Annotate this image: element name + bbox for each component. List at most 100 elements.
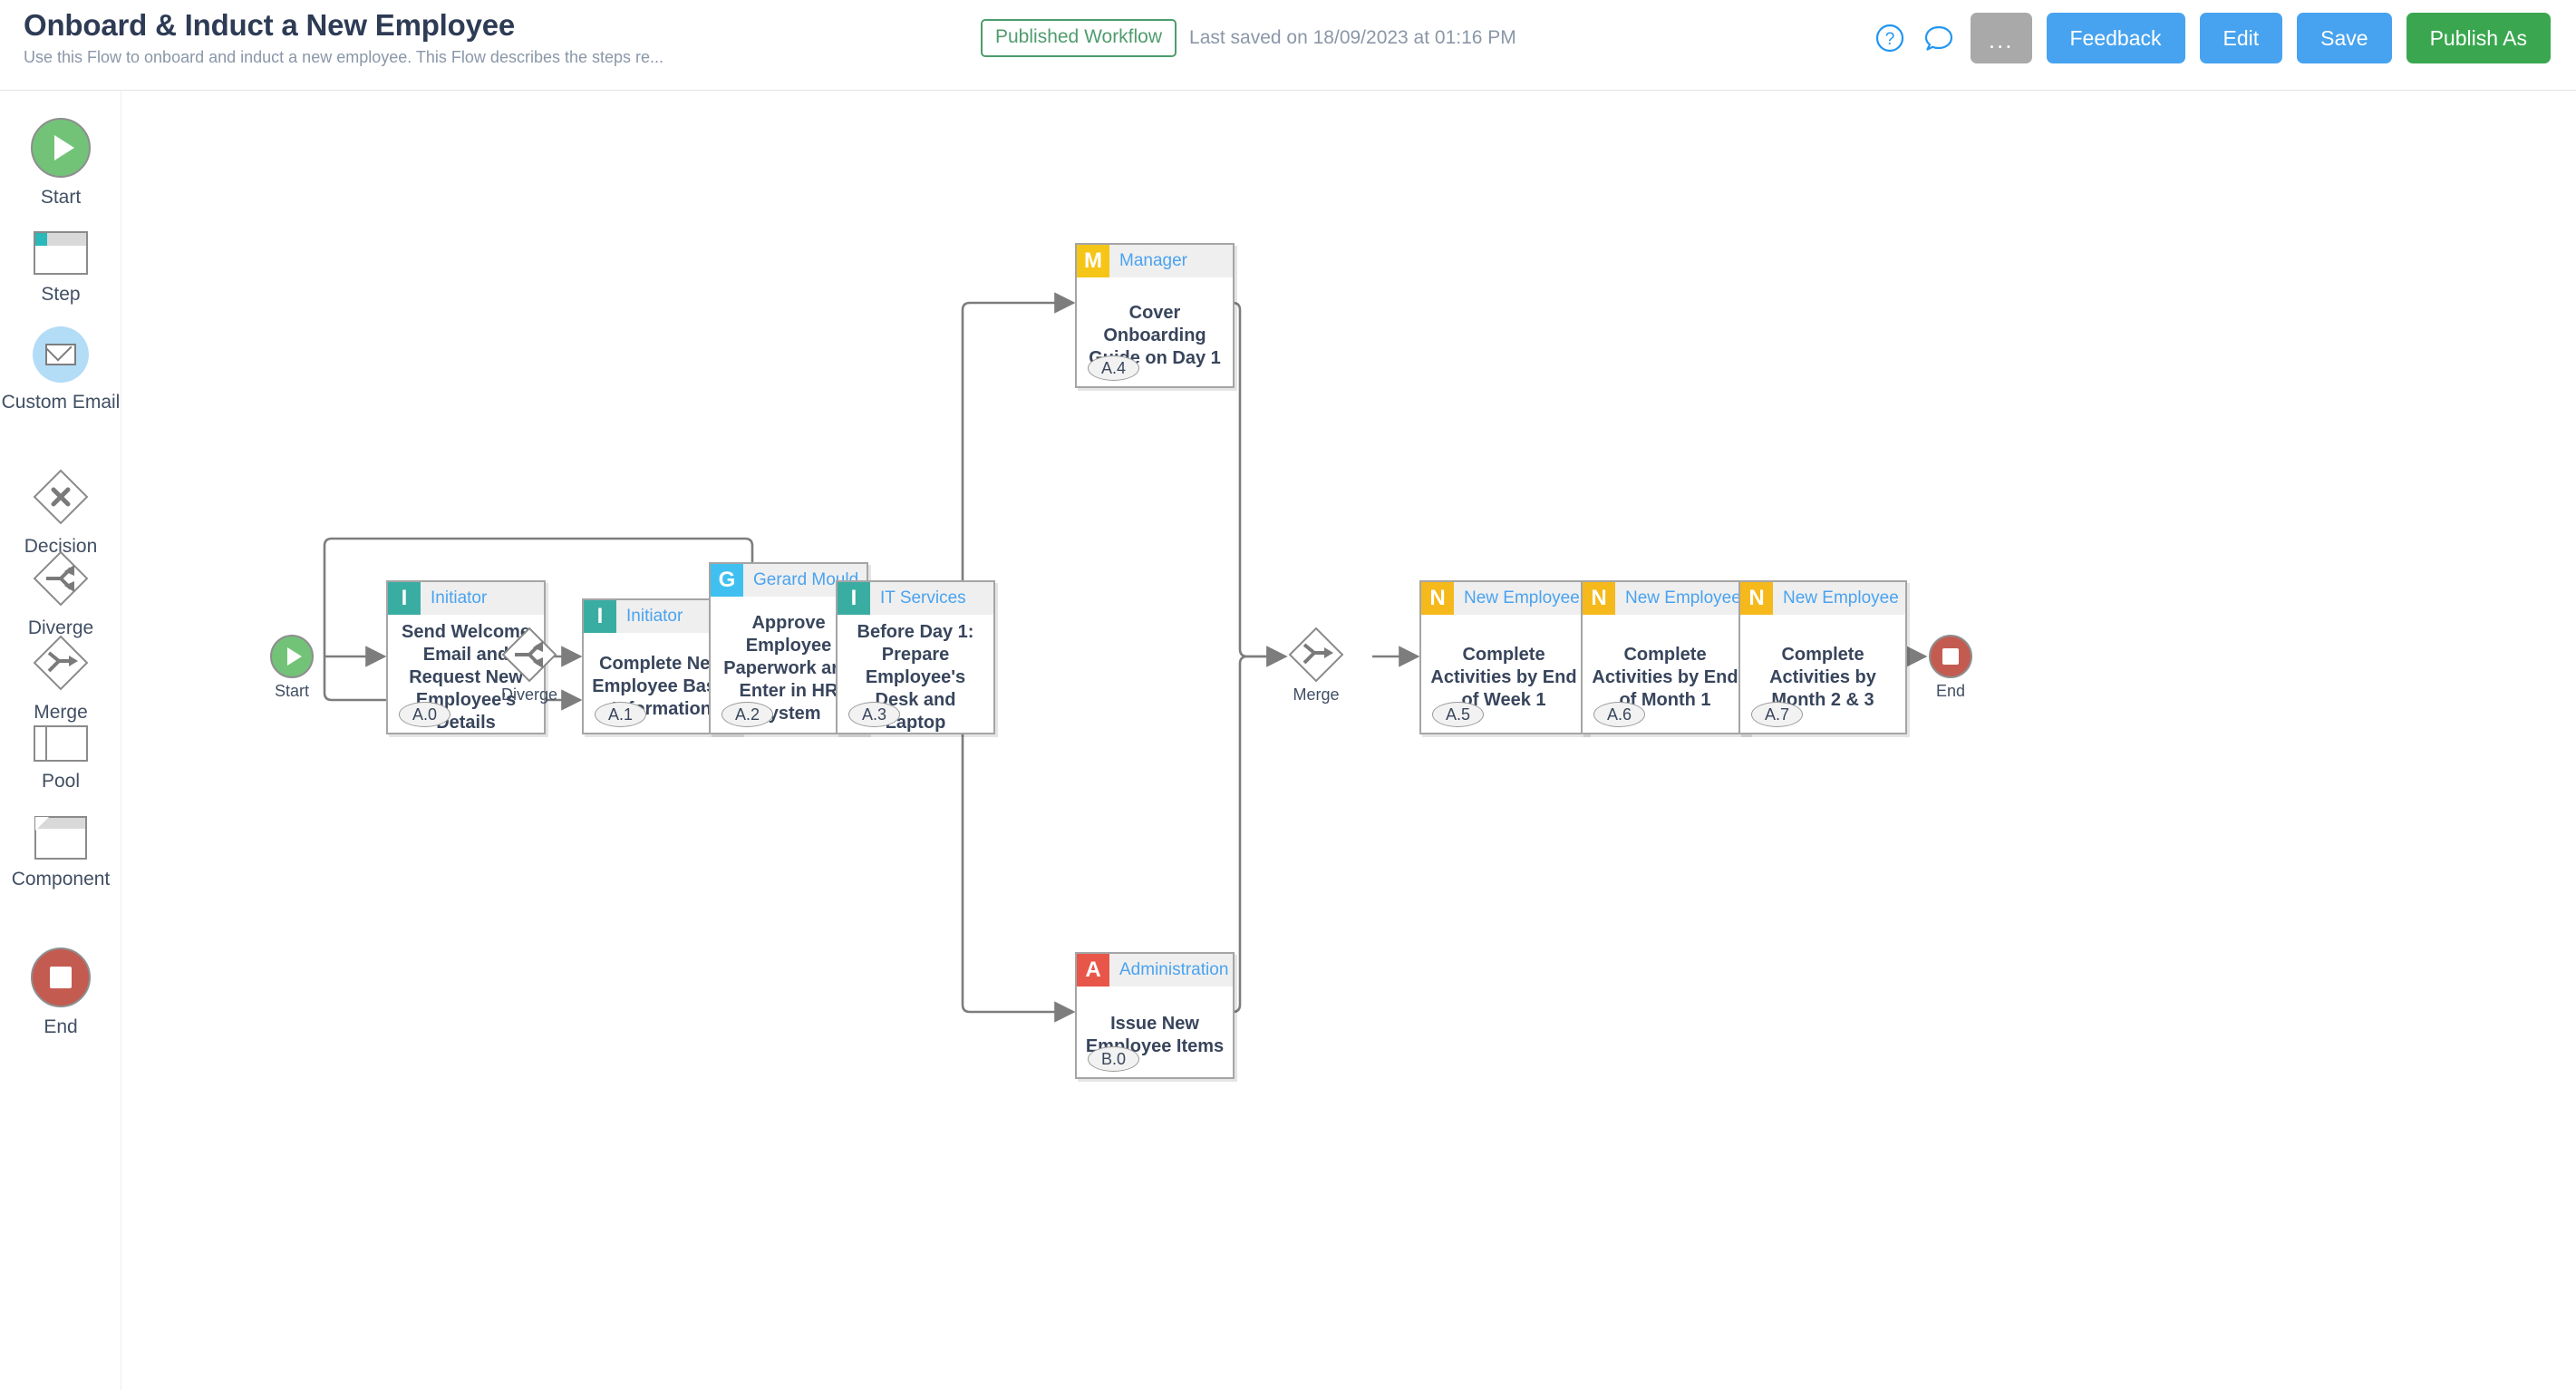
last-saved-text: Last saved on 18/09/2023 at 01:16 PM (1189, 27, 1516, 48)
node-role-chip: N (1421, 582, 1454, 615)
node-role-chip: N (1740, 582, 1773, 615)
node-header: N New Employee (1740, 582, 1905, 615)
palette-item-step[interactable]: Step (0, 231, 121, 306)
node-text: Send Welcome Email and Request New Emplo… (402, 621, 530, 733)
node-footer: A.1 (584, 698, 740, 734)
node-role-chip: N (1583, 582, 1615, 615)
comment-bubble-icon[interactable] (1922, 21, 1956, 55)
workflow-node-a7[interactable]: N New Employee Complete Activities by Mo… (1738, 580, 1907, 734)
page-subtitle: Use this Flow to onboard and induct a ne… (24, 48, 664, 66)
workflow-node-a4[interactable]: M Manager Cover Onboarding Guide on Day … (1075, 243, 1235, 388)
node-header: I IT Services (838, 582, 993, 615)
palette-item-start[interactable]: Start (0, 118, 121, 209)
node-text: Complete Activities by Month 2 & 3 (1769, 644, 1876, 710)
node-code-pill: A.7 (1751, 702, 1804, 727)
canvas-start-label: Start (274, 682, 309, 700)
node-footer: A.7 (1740, 698, 1905, 734)
palette-item-custom-email[interactable]: Custom Email (0, 326, 121, 413)
workflow-node-b0[interactable]: A Administration Issue New Employee Item… (1075, 952, 1235, 1079)
palette-item-decision[interactable]: Decision (0, 467, 121, 558)
more-options-button[interactable]: ... (1970, 13, 2032, 63)
shape-palette: Start Step Custom Email Decision Diverge (0, 91, 121, 1390)
node-code-pill: A.3 (848, 702, 901, 727)
node-footer: A.5 (1421, 698, 1586, 734)
node-body: Cover Onboarding Guide on Day 1 A.4 (1077, 277, 1233, 388)
palette-item-diverge[interactable]: Diverge (0, 549, 121, 639)
palette-item-label: Component (11, 869, 111, 889)
merge-diamond-icon (1288, 627, 1344, 683)
feedback-button[interactable]: Feedback (2046, 13, 2185, 63)
end-circle-icon (31, 948, 91, 1007)
diverge-gateway[interactable]: Diverge (500, 626, 558, 705)
palette-item-pool[interactable]: Pool (0, 725, 121, 792)
palette-item-label: Start (40, 187, 82, 208)
node-body: Complete Activities by End of Week 1 A.5 (1421, 615, 1586, 734)
node-code-pill: A.6 (1593, 702, 1646, 727)
node-role-name: Manager (1119, 251, 1187, 270)
status-badge: Published Workflow (981, 19, 1177, 57)
app-header: Onboard & Induct a New Employee Use this… (0, 0, 2576, 91)
node-role-name: New Employee (1625, 588, 1741, 608)
node-role-chip: M (1077, 245, 1109, 277)
node-text: Before Day 1: Prepare Employee's Desk an… (857, 621, 974, 733)
palette-item-label: Diverge (27, 617, 94, 638)
workflow-canvas[interactable]: Start I Initiator Send Welcome Email and… (121, 91, 2576, 1390)
palette-item-label: Custom Email (1, 392, 121, 413)
workflow-node-a3[interactable]: I IT Services Before Day 1: Prepare Empl… (836, 580, 995, 734)
pool-rectangle-icon (34, 725, 88, 762)
svg-text:?: ? (1885, 30, 1895, 49)
node-role-name: Administration (1119, 960, 1229, 979)
node-text: Approve Employee Paperwork and Enter in … (723, 612, 854, 724)
merge-label: Merge (1293, 685, 1340, 704)
node-role-chip: A (1077, 954, 1109, 987)
node-code-pill: A.5 (1432, 702, 1485, 727)
node-text: Complete Activities by End of Month 1 (1592, 644, 1738, 710)
canvas-start-node[interactable]: Start (270, 635, 314, 701)
node-footer: A.4 (1077, 352, 1233, 388)
page-title: Onboard & Induct a New Employee (24, 8, 516, 42)
edit-button[interactable]: Edit (2199, 13, 2283, 63)
node-body: Complete Activities by Month 2 & 3 A.7 (1740, 615, 1905, 734)
end-circle-icon (1929, 635, 1972, 678)
palette-item-end[interactable]: End (0, 948, 121, 1038)
question-mark-circle-icon[interactable]: ? (1873, 21, 1907, 55)
canvas-end-node[interactable]: End (1929, 635, 1972, 701)
workflow-node-a6[interactable]: N New Employee Complete Activities by En… (1581, 580, 1749, 734)
save-button[interactable]: Save (2297, 13, 2392, 63)
node-code-pill: A.1 (595, 702, 647, 727)
merge-gateway[interactable]: Merge (1287, 626, 1345, 705)
node-footer: B.0 (1077, 1043, 1233, 1079)
palette-item-label: End (44, 1016, 78, 1037)
node-role-name: New Employee (1783, 588, 1899, 608)
node-body: Issue New Employee Items B.0 (1077, 987, 1233, 1079)
node-header: N New Employee (1583, 582, 1748, 615)
node-role-chip: I (388, 582, 421, 615)
connector-layer (323, 292, 1928, 1023)
node-role-chip: I (584, 600, 616, 633)
node-role-name: Initiator (431, 588, 488, 608)
node-footer: A.0 (388, 698, 544, 734)
publish-as-button[interactable]: Publish As (2406, 13, 2551, 63)
palette-item-merge[interactable]: Merge (0, 633, 121, 724)
status-block: Published Workflow Last saved on 18/09/2… (981, 19, 1516, 57)
node-role-name: IT Services (880, 588, 966, 608)
node-role-chip: G (711, 564, 743, 597)
palette-item-component[interactable]: Component (0, 816, 121, 890)
node-role-chip: I (838, 582, 870, 615)
component-page-icon (34, 816, 87, 860)
header-actions: ? ... Feedback Edit Save Publish As (1873, 13, 2551, 63)
node-role-name: New Employee (1464, 588, 1580, 608)
node-code-pill: A.0 (399, 702, 451, 727)
palette-item-label: Merge (34, 702, 88, 723)
envelope-circle-icon (33, 326, 89, 383)
workflow-node-a5[interactable]: N New Employee Complete Activities by En… (1419, 580, 1588, 734)
node-header: M Manager (1077, 245, 1233, 277)
palette-item-label: Decision (24, 536, 98, 557)
node-text: Cover Onboarding Guide on Day 1 (1089, 302, 1221, 368)
diverge-label: Diverge (500, 685, 558, 704)
title-block: Onboard & Induct a New Employee Use this… (24, 7, 663, 69)
node-body: Send Welcome Email and Request New Emplo… (388, 615, 544, 734)
canvas-end-label: End (1935, 682, 1966, 700)
merge-diamond-icon (33, 635, 89, 691)
node-body: Complete Activities by End of Month 1 A.… (1583, 615, 1748, 734)
